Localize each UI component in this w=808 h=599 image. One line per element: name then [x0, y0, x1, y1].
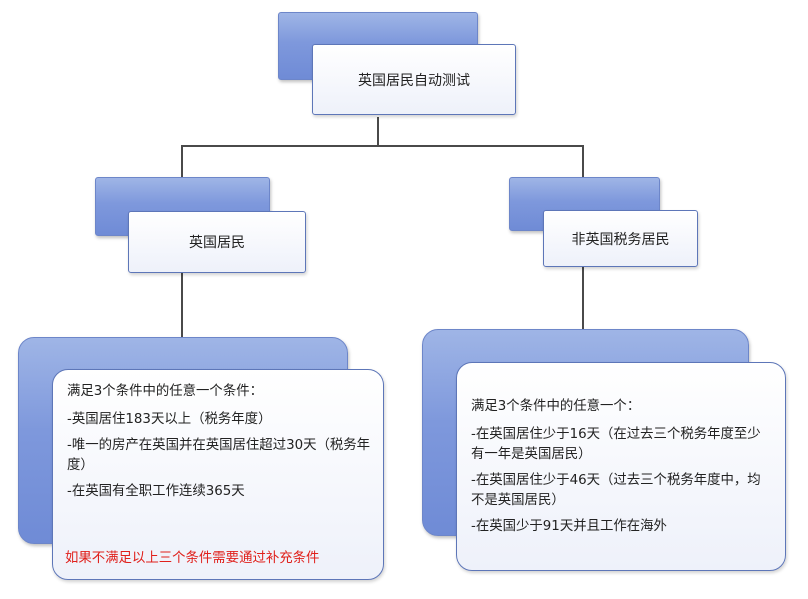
left-node-label: 英国居民: [189, 235, 245, 251]
left-detail-item-3: -在英国有全职工作连续365天: [67, 484, 245, 499]
left-detail-item-2: -唯一的房产在英国并在英国居住超过30天（税务年度）: [67, 438, 371, 473]
right-node-label: 非英国税务居民: [571, 231, 670, 248]
connector-right-to-detail: [582, 267, 584, 329]
left-detail-heading: 满足3个条件中的任意一个条件：: [67, 384, 263, 399]
right-detail-card: 满足3个条件中的任意一个： -在英国居住少于16天（在过去三个税务年度至少有一年…: [456, 362, 786, 571]
connector-horizontal: [181, 145, 583, 147]
right-detail-item-2: -在英国居住少于46天（过去三个税务年度中，均不是英国居民）: [471, 473, 761, 508]
right-detail-item-1: -在英国居住少于16天（在过去三个税务年度至少有一年是英国居民）: [471, 427, 761, 462]
left-detail-card: 满足3个条件中的任意一个条件： -英国居住183天以上（税务年度） -唯一的房产…: [52, 369, 384, 580]
left-node: 英国居民: [128, 211, 306, 273]
right-node: 非英国税务居民: [543, 210, 698, 267]
connector-root-down: [377, 117, 379, 145]
right-detail-item-3: -在英国少于91天并且工作在海外: [471, 519, 667, 534]
connector-right-down: [582, 145, 584, 179]
left-detail-item-1: -英国居住183天以上（税务年度）: [67, 412, 272, 427]
left-detail-note: 如果不满足以上三个条件需要通过补充条件: [65, 551, 320, 566]
root-node-label: 英国居民自动测试: [358, 72, 470, 89]
connector-left-to-detail: [181, 273, 183, 337]
right-detail-heading: 满足3个条件中的任意一个：: [471, 399, 641, 414]
root-node: 英国居民自动测试: [312, 44, 516, 115]
connector-left-down: [181, 145, 183, 183]
